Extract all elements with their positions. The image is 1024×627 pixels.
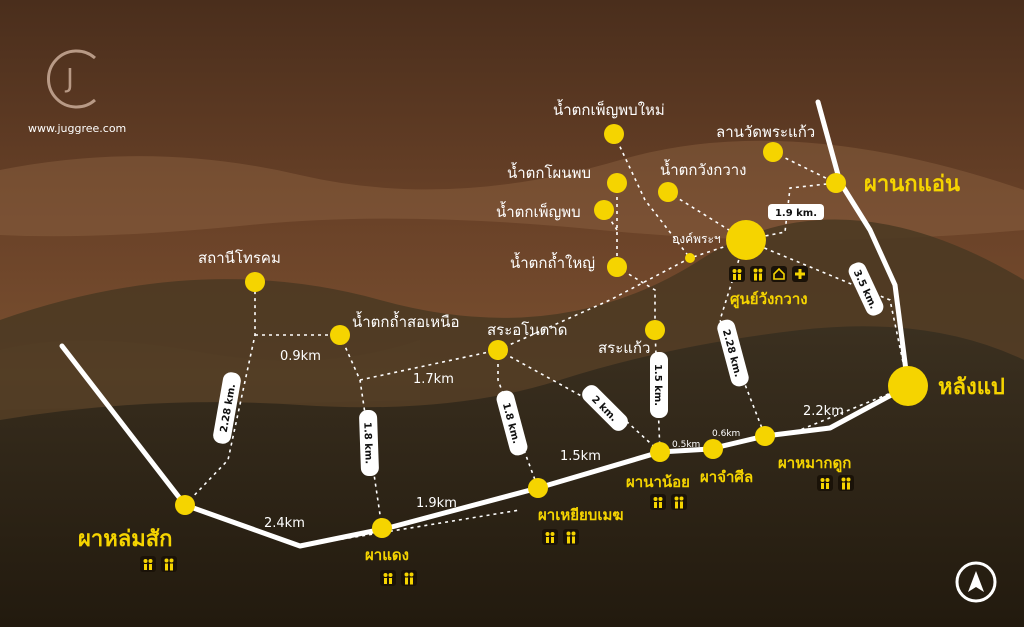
label-sathani-torakhom: สถานีโทรคม (198, 249, 281, 267)
dist-0-6km: 0.6km (712, 429, 740, 439)
pill-1-8-km-left: 1.8 km. (359, 409, 379, 477)
pill-1-9-km-text: 1.9 km. (775, 208, 817, 219)
brand-logo: J (46, 49, 96, 109)
node-nam-tok-wang-kwang[interactable] (658, 182, 678, 202)
toilet-icon (140, 556, 156, 572)
node-nam-tok-tham-so-nuea[interactable] (330, 325, 350, 345)
toilet-icon (729, 266, 745, 282)
label-pha-nok-aen: ผานกแอ่น (864, 172, 960, 197)
node-sa-kaeo[interactable] (645, 320, 665, 340)
shelter-icon (771, 266, 787, 282)
facilities-pha-yiap-mek (542, 529, 579, 545)
pill-1-8-km-left-text: 1.8 km. (361, 422, 373, 464)
main-road-north (815, 99, 911, 389)
main-road-west (59, 343, 911, 549)
label-pha-na-noi: ผานาน้อย (626, 473, 690, 491)
node-sa-anodat[interactable] (488, 340, 508, 360)
dist-2-2km: 2.2km (803, 404, 844, 419)
trails (184, 133, 909, 547)
node-ong-phra[interactable] (685, 253, 695, 263)
node-nam-tok-phen-phop-mai[interactable] (604, 124, 624, 144)
node-pha-cham-sin[interactable] (703, 439, 723, 459)
restroom-icon (671, 494, 687, 510)
dist-1-5km: 1.5km (560, 449, 601, 464)
label-nam-tok-tham-so-nuea: น้ำตกถ้ำสอเหนือ (352, 311, 459, 331)
node-pha-yiap-mek[interactable] (528, 478, 548, 498)
label-pha-mak-duk: ผาหมากดูก (778, 454, 851, 473)
label-lang-paep: หลังแป (938, 375, 1005, 400)
dist-2-4km: 2.4km (264, 516, 305, 531)
toilet-icon (817, 475, 833, 491)
label-ong-phra: องค์พระฯ (672, 232, 721, 246)
pill-1-5-km: 1.5 km. (650, 352, 668, 418)
label-sun-wang-kwang: ศูนย์วังกวาง (730, 290, 808, 309)
node-lang-paep[interactable] (888, 366, 928, 406)
logo-letter: J (64, 64, 74, 94)
label-pha-daeng: ผาแดง (365, 546, 409, 564)
node-sathani-torakhom[interactable] (245, 272, 265, 292)
facilities-pha-mak-duk (817, 475, 854, 491)
dist-0-9km: 0.9km (280, 349, 321, 364)
pill-2-28-km-left: 2.28 km. (213, 372, 241, 444)
node-pha-nok-aen[interactable] (826, 173, 846, 193)
label-pha-yiap-mek: ผาเหยียบเมฆ (538, 506, 623, 524)
label-sa-anodat: สระอโนดาด (487, 321, 568, 339)
label-sa-kaeo: สระแก้ว (598, 339, 650, 357)
toilet-icon (380, 570, 396, 586)
node-nam-tok-tham-yai[interactable] (607, 257, 627, 277)
dist-1-7km: 1.7km (413, 372, 454, 387)
pill-1-5-km-text: 1.5 km. (652, 364, 663, 406)
node-pha-mak-duk[interactable] (755, 426, 775, 446)
node-nam-tok-phon-phop[interactable] (607, 173, 627, 193)
facilities-pha-daeng (380, 570, 417, 586)
restroom-icon (750, 266, 766, 282)
first-aid-icon (792, 266, 808, 282)
dist-0-5km: 0.5km (672, 440, 700, 450)
label-nam-tok-phen-phop: น้ำตกเพ็ญพบ (496, 201, 581, 221)
label-pha-lom-sak: ผาหล่มสัก (78, 527, 172, 552)
north-arrow-icon (955, 561, 997, 603)
restroom-icon (401, 570, 417, 586)
brand-url: www.juggree.com (28, 122, 126, 135)
dist-1-9km: 1.9km (416, 496, 457, 511)
node-pha-na-noi[interactable] (650, 442, 670, 462)
label-nam-tok-wang-kwang: น้ำตกวังกวาง (660, 159, 747, 179)
toilet-icon (542, 529, 558, 545)
pill-1-9-km: 1.9 km. (768, 204, 824, 220)
facilities-pha-lom-sak (140, 556, 177, 572)
label-nam-tok-phen-phop-mai: น้ำตกเพ็ญพบใหม่ (553, 99, 665, 119)
restroom-icon (838, 475, 854, 491)
toilet-icon (650, 494, 666, 510)
node-pha-daeng[interactable] (372, 518, 392, 538)
facilities-sun-wang-kwang (729, 266, 808, 282)
node-nam-tok-phen-phop[interactable] (594, 200, 614, 220)
restroom-icon (161, 556, 177, 572)
label-nam-tok-tham-yai: น้ำตกถ้ำใหญ่ (510, 252, 595, 272)
node-pha-lom-sak[interactable] (175, 495, 195, 515)
label-lang-wat-phra-kaeo: ลานวัดพระแก้ว (716, 123, 815, 141)
node-lang-wat-phra-kaeo[interactable] (763, 142, 783, 162)
forest-foreground (0, 326, 1024, 627)
label-nam-tok-phon-phop: น้ำตกโผนพบ (507, 162, 591, 182)
label-pha-cham-sin: ผาจำศีล (700, 468, 753, 486)
node-sun-wang-kwang[interactable] (726, 220, 766, 260)
restroom-icon (563, 529, 579, 545)
facilities-pha-na-noi (650, 494, 687, 510)
